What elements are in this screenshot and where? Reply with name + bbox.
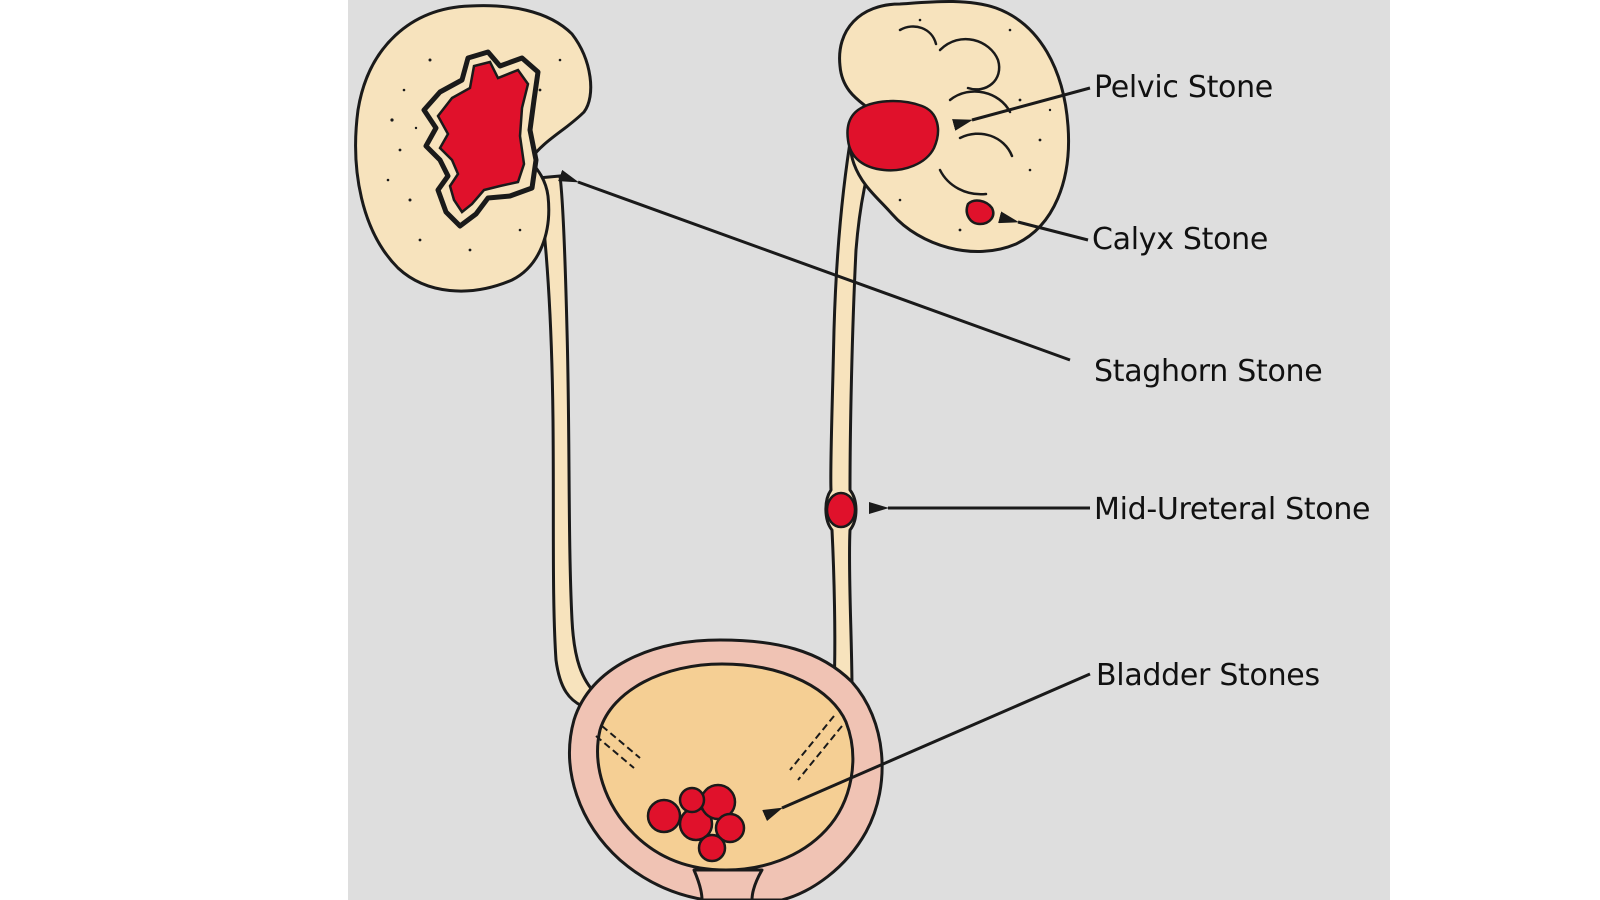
staghorn-stone <box>436 60 530 214</box>
staghorn-stone-label: Staghorn Stone <box>1094 354 1323 389</box>
bladder-stones-label: Bladder Stones <box>1096 658 1320 693</box>
mid-ureteral-stone-label: Mid-Ureteral Stone <box>1094 492 1371 527</box>
calyx-stone-label: Calyx Stone <box>1092 222 1269 257</box>
calyx-leader <box>998 211 1089 242</box>
pelvic-stone-label: Pelvic Stone <box>1094 70 1273 105</box>
bladder-stones <box>646 783 746 863</box>
right-kidney-texture <box>898 18 1052 232</box>
left-kidney-texture <box>386 58 562 252</box>
mid-ureteral-stone <box>825 491 857 529</box>
bladder-ureter-entries <box>595 715 843 781</box>
bladder-leader <box>762 672 1091 822</box>
pelvic-leader <box>952 86 1091 131</box>
urethra <box>692 868 764 900</box>
pelvic-stone <box>846 99 940 172</box>
right-kidney-calyces <box>898 25 1014 196</box>
calyx-stone <box>965 199 995 226</box>
staghorn-leader <box>558 169 1071 362</box>
leader-lines <box>558 86 1091 822</box>
